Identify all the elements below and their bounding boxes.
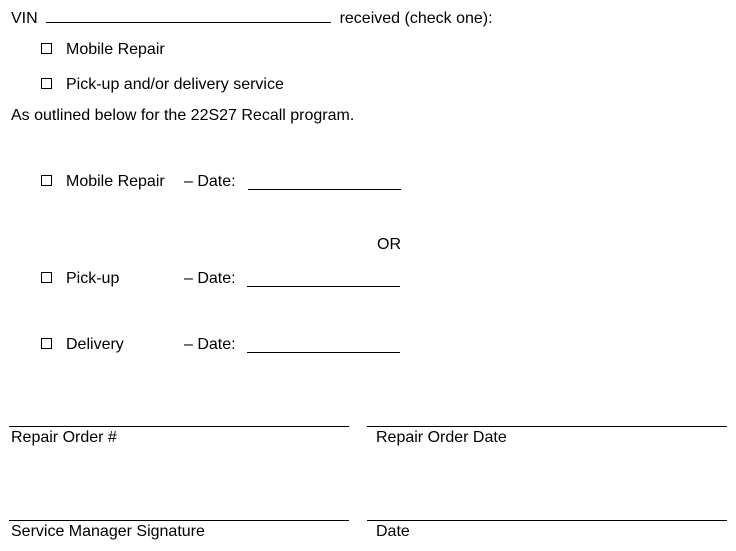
date-line[interactable] [367,520,727,521]
repair-order-date-line[interactable] [367,426,727,427]
mobile-repair-schedule-label: Mobile Repair [66,173,165,190]
or-text: OR [377,236,401,253]
program-text: As outlined below for the 22S27 Recall p… [11,107,355,124]
pickup-date-field[interactable] [247,286,400,287]
pickup-delivery-option-label: Pick-up and/or delivery service [66,76,284,93]
mobile-repair-option-checkbox[interactable] [41,43,52,54]
mobile-repair-schedule-checkbox[interactable] [41,175,52,186]
mobile-repair-date-label: – Date: [184,173,236,190]
delivery-schedule-checkbox[interactable] [41,338,52,349]
received-text: received (check one): [339,10,493,27]
repair-order-number-label: Repair Order # [11,429,117,446]
service-manager-signature-line[interactable] [9,520,349,521]
pickup-delivery-option-checkbox[interactable] [41,78,52,89]
vin-field[interactable] [46,8,332,23]
vin-line: VIN received (check one): [11,8,493,27]
service-manager-signature-label: Service Manager Signature [11,523,205,540]
pickup-schedule-label: Pick-up [66,270,120,287]
pickup-schedule-checkbox[interactable] [41,272,52,283]
delivery-date-label: – Date: [184,336,236,353]
repair-order-date-label: Repair Order Date [376,429,507,446]
mobile-repair-option-label: Mobile Repair [66,41,165,58]
date-label: Date [376,523,410,540]
vin-label: VIN [11,10,38,27]
delivery-date-field[interactable] [247,352,400,353]
repair-order-number-line[interactable] [9,426,349,427]
mobile-repair-date-field[interactable] [248,189,401,190]
pickup-date-label: – Date: [184,270,236,287]
delivery-schedule-label: Delivery [66,336,124,353]
